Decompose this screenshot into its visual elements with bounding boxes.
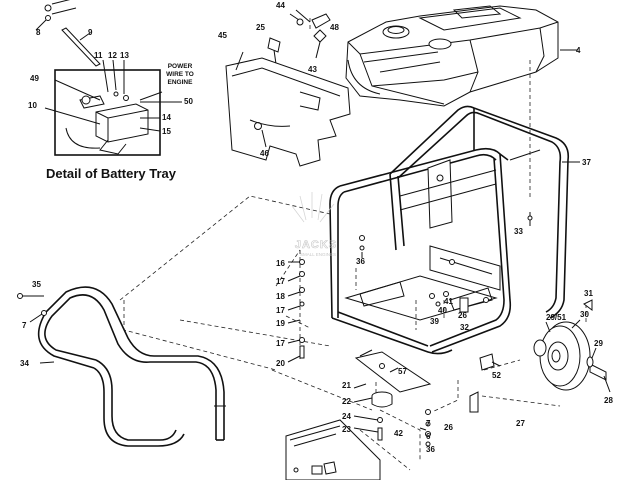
callout-17-b: 17 (276, 306, 285, 315)
callout-11: 11 (94, 51, 103, 60)
callout-25: 25 (256, 23, 265, 32)
callout-57: 57 (398, 367, 407, 376)
callout-33: 33 (514, 227, 523, 236)
jacks-watermark: JACKS SMALL ENGINES (291, 192, 337, 257)
callout-42: 42 (394, 429, 403, 438)
callout-26-lower: 26 (444, 423, 453, 432)
callout-23: 23 (342, 425, 351, 434)
callout-28: 28 (604, 396, 613, 405)
callout-7-left: 7 (22, 321, 27, 330)
wheel-assembly (533, 299, 611, 393)
callout-44: 44 (276, 1, 285, 10)
callout-46: 46 (260, 149, 269, 158)
callout-41: 41 (444, 297, 453, 306)
control-panel (285, 419, 381, 481)
callout-15: 15 (162, 127, 171, 136)
power-wire-line-3: ENGINE (168, 79, 194, 86)
callout-19: 19 (276, 319, 285, 328)
callout-17-a: 17 (276, 277, 285, 286)
callout-26-upper: 26 (458, 311, 467, 320)
callout-16: 16 (276, 259, 285, 268)
callout-13: 13 (120, 51, 129, 60)
callout-24: 24 (342, 412, 351, 421)
mount-fastener-stack (287, 235, 365, 363)
callout-8: 8 (36, 28, 41, 37)
callout-22: 22 (342, 397, 351, 406)
callout-4: 4 (576, 46, 581, 55)
engine-panel (225, 51, 351, 167)
callout-9: 9 (88, 28, 93, 37)
callout-49: 49 (30, 74, 39, 83)
callout-18: 18 (276, 292, 285, 301)
callout-29-51: 29/51 (546, 313, 567, 322)
callout-labels: 8 9 11 12 13 49 10 50 14 15 44 48 25 45 … (20, 1, 613, 454)
callout-36-upper: 36 (356, 257, 365, 266)
callout-32: 32 (460, 323, 469, 332)
callout-17-c: 17 (276, 339, 285, 348)
detail-frame (54, 69, 161, 156)
top-fasteners (267, 9, 331, 65)
battery-tray-drawing (65, 91, 163, 155)
callout-50: 50 (184, 97, 193, 106)
cradle-hardware (429, 259, 489, 313)
callout-27: 27 (516, 419, 525, 428)
callout-31: 31 (584, 289, 593, 298)
watermark-tagline: SMALL ENGINES (300, 252, 336, 257)
battery-tray-detail: Detail of Battery Tray POWER WIRE TO ENG… (44, 59, 194, 181)
detail-title: Detail of Battery Tray (46, 166, 177, 181)
power-wire-label: POWER WIRE TO ENGINE (166, 63, 194, 86)
callout-14: 14 (162, 113, 171, 122)
watermark-name: JACKS (295, 239, 337, 251)
callout-43: 43 (308, 65, 317, 74)
projection-lines (119, 60, 587, 471)
callout-7-right: 7 (426, 419, 431, 428)
handle-assembly (17, 286, 226, 447)
callout-12: 12 (108, 51, 117, 60)
callout-40: 40 (438, 306, 447, 315)
callout-35: 35 (32, 280, 41, 289)
callout-30: 30 (580, 310, 589, 319)
fuel-tank (345, 5, 578, 107)
callout-29: 29 (594, 339, 603, 348)
callout-6: 6 (426, 432, 431, 441)
power-wire-line-1: POWER (168, 63, 193, 70)
power-wire-line-2: WIRE TO (166, 71, 194, 78)
callout-48: 48 (330, 23, 339, 32)
main-frame (329, 105, 580, 355)
vibration-mount (353, 349, 501, 447)
callout-21: 21 (342, 381, 351, 390)
callout-34: 34 (20, 359, 29, 368)
callout-45: 45 (218, 31, 227, 40)
callout-37: 37 (582, 158, 591, 167)
callout-10: 10 (28, 101, 37, 110)
callout-39: 39 (430, 317, 439, 326)
top-left-hardware (35, 0, 101, 67)
callout-20: 20 (276, 359, 285, 368)
callout-52: 52 (492, 371, 501, 380)
callout-36-lower: 36 (426, 445, 435, 454)
